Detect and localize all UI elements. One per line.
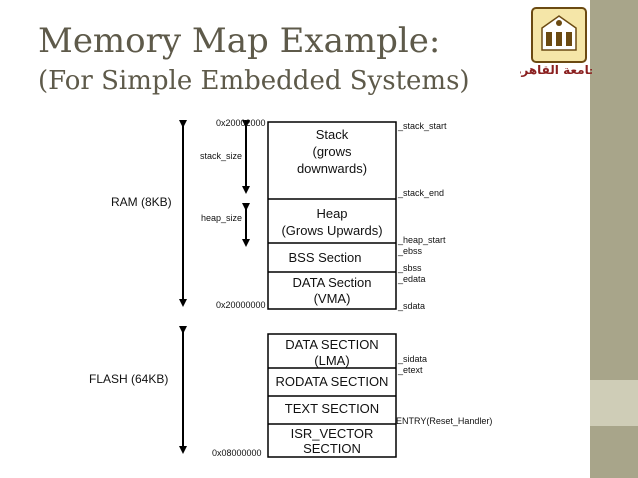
isr-vector-section-label: SECTION: [303, 441, 361, 456]
data-vma-section-label: (VMA): [314, 291, 351, 306]
flash-block: DATA SECTION (LMA) RODATA SECTION TEXT S…: [267, 333, 397, 458]
data-vma-section-label: DATA Section: [293, 275, 372, 290]
flash-region-label: FLASH (64KB): [89, 372, 168, 386]
data-lma-section-label: DATA SECTION: [285, 337, 378, 352]
symbol-sbss: _sbss: [397, 263, 422, 273]
decorative-sidebar: [590, 0, 638, 478]
ram-block: Stack (grows downwards) Heap (Grows Upwa…: [267, 121, 397, 310]
symbol-stack-end: _stack_end: [397, 188, 444, 198]
stack-section-label: (grows: [312, 144, 352, 159]
heap-section-label: Heap: [316, 206, 347, 221]
heap-size-label: heap_size: [201, 213, 242, 223]
ram-region-label: RAM (8KB): [111, 195, 172, 209]
heap-section-label: (Grows Upwards): [281, 223, 382, 238]
symbol-heap-start: _heap_start: [397, 235, 446, 245]
university-crest-icon: [531, 7, 587, 63]
slide-title: Memory Map Example:: [38, 21, 441, 61]
symbol-entry: ENTRY(Reset_Handler): [396, 416, 492, 426]
university-name-logo: جامعة القاهرة: [520, 63, 592, 77]
isr-vector-section-label: ISR_VECTOR: [291, 426, 374, 441]
stack-section-label: downwards): [297, 161, 367, 176]
stack-size-label: stack_size: [200, 151, 242, 161]
symbol-etext: _etext: [397, 365, 423, 375]
symbol-sidata: _sidata: [397, 354, 427, 364]
sidebar-block: [590, 380, 638, 426]
stack-section-label: Stack: [316, 127, 349, 142]
text-section-label: TEXT SECTION: [285, 401, 379, 416]
address-flash-base: 0x08000000: [212, 448, 262, 458]
rodata-section-label: RODATA SECTION: [276, 374, 389, 389]
address-ram-base: 0x20000000: [216, 300, 266, 310]
data-lma-section-label: (LMA): [314, 353, 349, 368]
slide-subtitle: (For Simple Embedded Systems): [38, 66, 470, 96]
bss-section-label: BSS Section: [289, 250, 362, 265]
symbol-sdata: _sdata: [397, 301, 425, 311]
address-ram-top: 0x20002000: [216, 118, 266, 128]
symbol-ebss: _ebss: [397, 246, 423, 256]
ram-block-outline: [267, 121, 397, 310]
symbol-edata: _edata: [397, 274, 426, 284]
university-name-text: جامعة القاهرة: [520, 63, 592, 77]
symbol-stack-start: _stack_start: [397, 121, 447, 131]
